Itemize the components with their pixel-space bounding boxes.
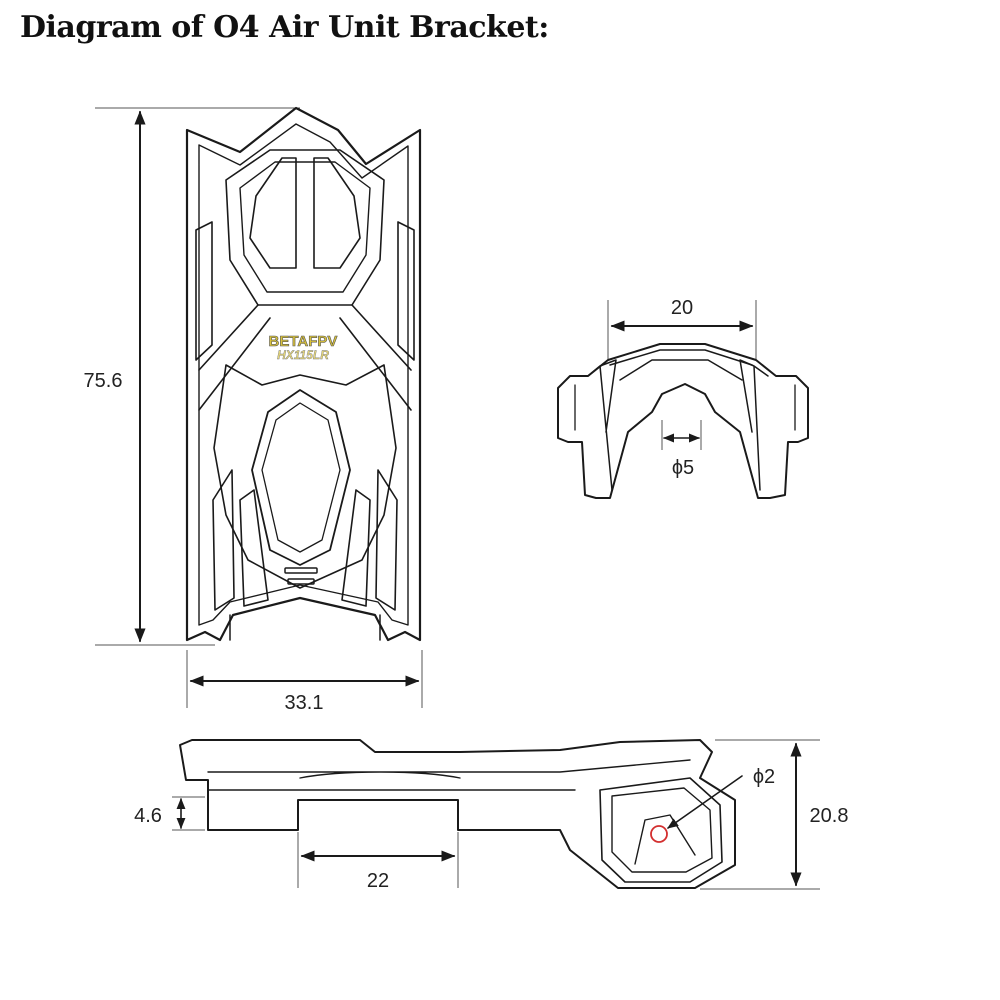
upper-frame-inner xyxy=(239,161,371,293)
logo-subtext: HX115LR xyxy=(277,348,329,362)
vent-slot-2 xyxy=(287,578,315,585)
thickness-label: 4.6 xyxy=(134,805,162,827)
lower-legs xyxy=(229,614,381,641)
vent-slot-1 xyxy=(284,567,318,574)
side-hole-label: ϕ2 xyxy=(753,766,775,788)
side-profile-outline xyxy=(179,739,736,889)
hole-marker xyxy=(650,825,668,843)
front-ribs xyxy=(587,359,769,491)
central-frame xyxy=(213,364,397,589)
hook-outer xyxy=(599,777,723,883)
hook-inner xyxy=(611,787,713,873)
bracket-outline xyxy=(185,106,422,642)
page-title: Diagram of O4 Air Unit Bracket: xyxy=(20,10,549,45)
right-waist-strut xyxy=(339,304,412,411)
height-label: 75.6 xyxy=(84,370,123,392)
right-lower-slot xyxy=(375,469,398,611)
left-lower-inner-slot xyxy=(239,489,269,607)
central-window-inner xyxy=(261,402,341,553)
width-label: 33.1 xyxy=(285,692,324,714)
base-label: 22 xyxy=(367,870,389,892)
side-profile-inner-lines xyxy=(207,759,691,791)
upper-left-window xyxy=(249,157,297,269)
right-lower-inner-slot xyxy=(341,489,371,607)
left-waist-strut xyxy=(198,304,271,411)
side-height-label: 20.8 xyxy=(810,805,849,827)
left-lower-slot xyxy=(212,469,235,611)
front-side-edges xyxy=(574,384,796,431)
front-body-outline xyxy=(557,343,809,499)
central-window xyxy=(251,389,351,566)
hole-leader-line xyxy=(667,775,743,829)
upper-frame xyxy=(225,149,385,306)
side-view: ϕ2 4.6 22 20.8 xyxy=(134,739,849,892)
left-upper-slot xyxy=(195,221,213,361)
front-view: 20 ϕ5 xyxy=(557,297,809,499)
front-width-label: 20 xyxy=(671,297,693,319)
right-upper-slot xyxy=(397,221,415,361)
logo-text: BETAFPV xyxy=(269,333,338,350)
bracket-inner-outline xyxy=(198,123,409,626)
front-top-ribs xyxy=(609,349,753,381)
top-view: 75.6 33.1 BETAFPV HX115LR xyxy=(84,106,423,714)
hook-slot xyxy=(634,814,696,865)
upper-right-window xyxy=(313,157,361,269)
front-hole-label: ϕ5 xyxy=(672,457,694,479)
